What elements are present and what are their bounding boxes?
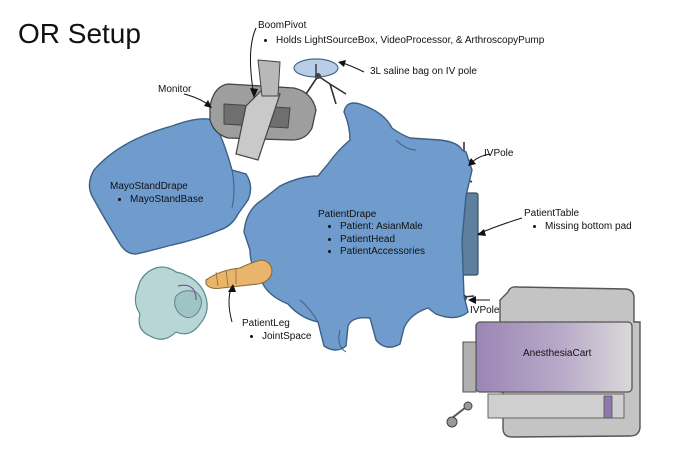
boom-pivot <box>235 59 281 161</box>
patient-drape-item: Patient: AsianMale <box>340 221 425 234</box>
arrowhead-patientleg <box>228 284 236 292</box>
saline-bag-label: 3L saline bag on IV pole <box>370 66 477 77</box>
mayo-stand-drape <box>88 118 252 255</box>
pointer-boompivot <box>249 27 257 97</box>
arrowhead-monitor <box>204 100 212 108</box>
patient-table-label: PatientTable <box>524 208 580 219</box>
page-title: OR Setup <box>18 18 141 49</box>
boom-pivot-list: Holds LightSourceBox, VideoProcessor, & … <box>262 35 544 48</box>
anesthesia-cart <box>446 286 641 438</box>
patient-leg-list: JointSpace <box>248 331 311 344</box>
iv-pole-bottom-label: IVPole <box>470 305 500 316</box>
mayo-stand-drape-list: MayoStandBase <box>116 194 203 207</box>
patient-drape-item: PatientAccessories <box>340 246 425 259</box>
patient-table-item: Missing bottom pad <box>545 221 632 234</box>
monitor-label: Monitor <box>158 84 192 95</box>
patient-drape-list: Patient: AsianMale PatientHead PatientAc… <box>326 221 425 259</box>
arrowhead-ivpole-top <box>468 158 476 166</box>
patient-drape-item: PatientHead <box>340 234 425 247</box>
patient-drape <box>243 102 473 353</box>
arrowhead-saline <box>338 60 346 67</box>
saline-bag <box>293 58 347 105</box>
anesthesia-cart-label: AnesthesiaCart <box>523 348 592 359</box>
patient-drape-label: PatientDrape <box>318 209 377 220</box>
iv-pole-top-label: IVPole <box>484 148 514 159</box>
boom-pivot-item: Holds LightSourceBox, VideoProcessor, & … <box>276 35 544 48</box>
patient-leg-label: PatientLeg <box>242 318 290 329</box>
patient-leg <box>205 259 273 290</box>
arrowhead-ivpole-bottom <box>468 296 476 304</box>
surgical-light <box>134 266 208 340</box>
boom-pivot-label: BoomPivot <box>258 20 307 31</box>
patient-table-list: Missing bottom pad <box>531 221 632 234</box>
arrowhead-patienttable <box>477 229 486 236</box>
mayo-stand-drape-item: MayoStandBase <box>130 194 203 207</box>
mayo-stand-drape-label: MayoStandDrape <box>110 181 188 192</box>
arrowhead-boompivot <box>250 88 258 98</box>
patient-leg-item: JointSpace <box>262 331 311 344</box>
